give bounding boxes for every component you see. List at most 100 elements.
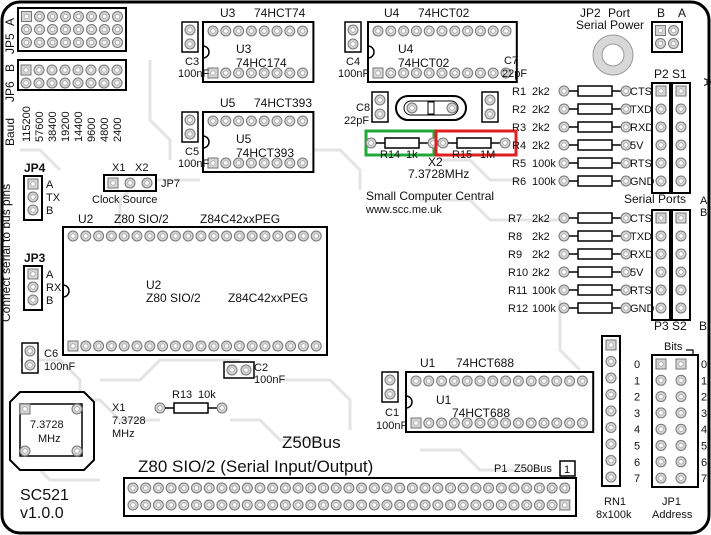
u5-part: 74HCT393 [254,96,312,110]
pad-hole [384,502,390,508]
resistor-value: 100k [532,158,556,170]
pad-hole [678,475,684,481]
pad-hole [658,160,664,166]
chip-notch [405,395,413,409]
pad-hole [261,70,267,76]
pad-hole [157,405,163,411]
osc-pkg-line1: 7.3728 [30,419,64,431]
pad-hole [49,14,55,20]
pad-hole [249,233,255,239]
pad-hole [287,28,293,34]
pad-hole [503,28,509,34]
header-pin [73,11,84,22]
pad-hole [503,378,509,384]
pad-hole [658,410,664,416]
resistor-body [577,139,613,151]
pad-hole [464,420,470,426]
chip-u2 [62,226,328,356]
header-pin [60,11,71,22]
header-pin [86,37,97,48]
pad-hole [295,485,301,491]
pad-hole [623,142,629,148]
header-pin [655,230,667,242]
bit-label-right: 3 [701,408,707,420]
pad-hole [579,420,585,426]
chip-pin [436,67,448,79]
chip-pin [284,115,296,127]
jp1-pin [675,456,687,468]
pad-hole [678,377,684,383]
c8-value: 22pF [344,115,369,127]
chip-pin [258,115,270,127]
header-pin [675,230,687,242]
pad-hole [561,88,567,94]
chip-pin [462,67,474,79]
jp7-ref: JP7 [161,178,180,190]
pad-hole [439,70,445,76]
mounting-hole-center [601,43,625,67]
resistor-pin [558,302,570,314]
pad-hole [678,459,684,465]
resistor-value: 2k2 [532,86,550,98]
resistor-pin [154,402,166,414]
pad-hole [490,378,496,384]
pad-hole [243,367,249,373]
resistor-body [577,103,613,115]
chip-pin [285,230,297,242]
resistor-r13 [173,402,209,414]
chip-pin [551,417,563,429]
pad-hole [287,118,293,124]
pad-hole [623,305,629,311]
header-pin [675,212,687,224]
pad-hole [388,70,394,76]
u4-inner-ref: U4 [398,42,414,56]
chip-pin [221,230,233,242]
pad-hole [134,233,140,239]
pad-hole [422,502,428,508]
resistor-body [577,175,613,187]
bus-pin [152,482,164,494]
pad-hole [115,39,121,45]
bit-label-left: 0 [634,359,640,371]
chip-pin [500,25,512,37]
pad-hole [270,485,276,491]
pad-hole [435,502,441,508]
cap-pin [347,24,359,36]
bus-pin [432,482,444,494]
bus-pin [457,482,469,494]
jp1-pin [675,472,687,484]
pad-hole [579,378,585,384]
chip-pin [169,230,181,242]
pad-hole [160,343,166,349]
bus-pin [152,499,164,511]
cap-pin [384,374,396,386]
jp3-ref: JP3 [24,251,46,265]
pad-hole [76,14,82,20]
bus-pin [279,499,291,511]
pad-hole [187,131,193,137]
bit-label-left: 6 [634,457,640,469]
pad-hole [262,343,268,349]
pad-hole [511,502,517,508]
resistor-pin [620,302,632,314]
chip-pin [285,340,297,352]
header-pin [33,77,45,89]
cap-pin [184,24,196,36]
chip-pin [297,230,309,242]
header-pin [675,284,687,296]
header-pin [46,64,58,76]
bus-pin [368,482,380,494]
resistor-value: 2k2 [532,213,550,225]
header-pin [86,24,97,35]
pad-hole [210,160,216,166]
chip-pin [385,67,397,79]
pad-hole [248,70,254,76]
pad-hole [359,485,365,491]
bus-pin [178,499,190,511]
cap-pin [374,108,386,120]
rn1-pin [605,339,617,351]
bus-pin [191,482,202,494]
chip-pin [410,67,422,79]
bus-pin [470,482,482,494]
chip-pin [246,340,258,352]
